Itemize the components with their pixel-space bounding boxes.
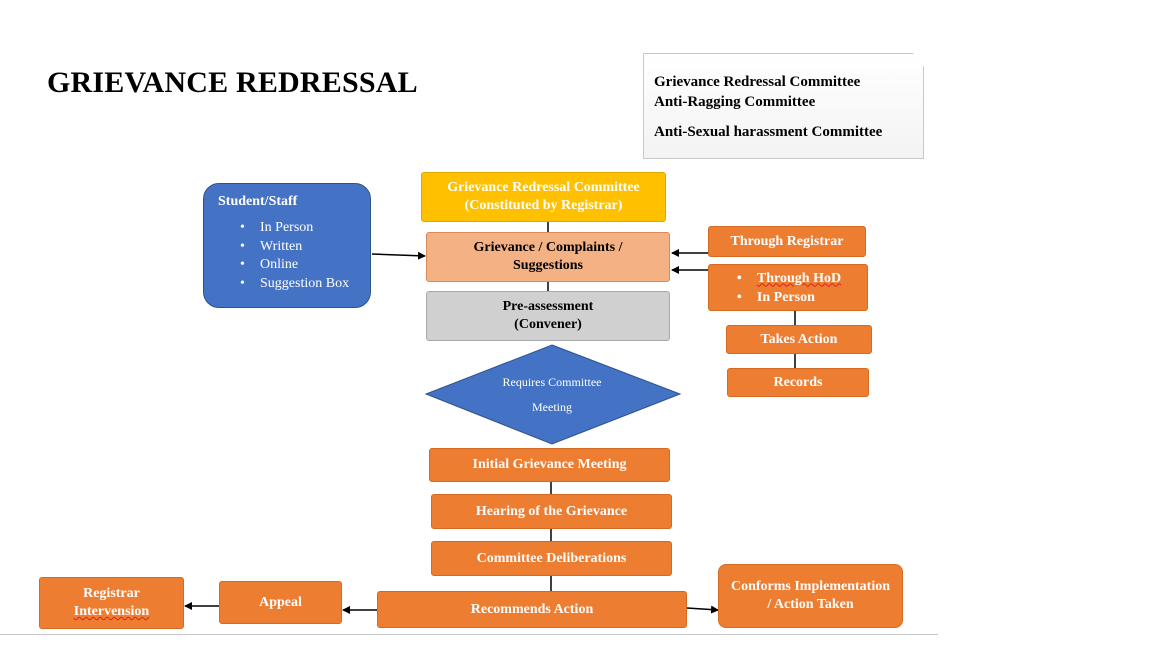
appeal-box: Appeal — [219, 581, 342, 624]
initial-meeting-box: Initial Grievance Meeting — [429, 448, 670, 482]
list-item: Suggestion Box — [240, 275, 370, 294]
registrar-intervention-line1: Registrar — [83, 586, 140, 601]
hod-item-1: Through HoD — [756, 270, 842, 286]
list-item: Written — [240, 238, 370, 257]
complaints-line2: Suggestions — [512, 258, 584, 273]
complaints-box: Grievance / Complaints / Suggestions — [426, 232, 670, 282]
decision-label: Requires Committee Meeting — [466, 370, 638, 420]
deliberations-box: Committee Deliberations — [431, 541, 672, 576]
preassessment-box: Pre-assessment (Convener) — [426, 291, 670, 341]
conforms-line1: Conforms Implementation — [730, 579, 891, 594]
complaints-line1: Grievance / Complaints / — [473, 240, 623, 255]
grc-box: Grievance Redressal Committee (Constitut… — [421, 172, 666, 222]
preassessment-line1: Pre-assessment — [502, 299, 594, 314]
hearing-box: Hearing of the Grievance — [431, 494, 672, 529]
arrow-student-to-complaints — [371, 251, 426, 260]
committees-callout: Grievance Redressal Committee Anti-Raggi… — [643, 53, 924, 159]
grc-line1: Grievance Redressal Committee — [447, 180, 640, 195]
student-channels-list: In Person Written Online Suggestion Box — [218, 219, 370, 293]
conforms-implementation-box: Conforms Implementation / Action Taken — [718, 564, 903, 628]
committee-item: Anti-Ragging Committee — [654, 94, 816, 110]
recommends-action-box: Recommends Action — [377, 591, 687, 628]
takes-action-box: Takes Action — [726, 325, 872, 354]
arrow-recommends-to-conforms — [686, 605, 719, 614]
decision-line1: Requires Committee — [502, 375, 602, 389]
registrar-intervention-box: Registrar Intervension — [39, 577, 184, 629]
student-staff-box: Student/Staff In Person Written Online S… — [203, 183, 371, 308]
grc-line2: (Constituted by Registrar) — [464, 198, 623, 213]
list-item: In Person — [240, 219, 370, 238]
through-hod-box: Through HoD In Person — [708, 264, 868, 311]
decision-line2: Meeting — [532, 400, 572, 414]
preassessment-line2: (Convener) — [514, 317, 582, 332]
committee-item: Anti-Sexual harassment Committee — [654, 124, 883, 140]
list-item: Online — [240, 256, 370, 275]
bottom-divider — [0, 634, 938, 635]
records-box: Records — [727, 368, 869, 397]
decision-diamond — [424, 344, 682, 445]
registrar-intervention-line2: Intervension — [73, 604, 150, 619]
list-item: Through HoD — [735, 269, 841, 288]
page-title: GRIEVANCE REDRESSAL — [47, 66, 418, 99]
through-registrar-box: Through Registrar — [708, 226, 866, 257]
conforms-line2: / Action Taken — [767, 597, 854, 612]
hod-channels-list: Through HoD In Person — [735, 269, 841, 307]
student-staff-heading: Student/Staff — [218, 194, 298, 209]
committee-item: Grievance Redressal Committee — [654, 74, 861, 90]
list-item: In Person — [735, 288, 841, 307]
